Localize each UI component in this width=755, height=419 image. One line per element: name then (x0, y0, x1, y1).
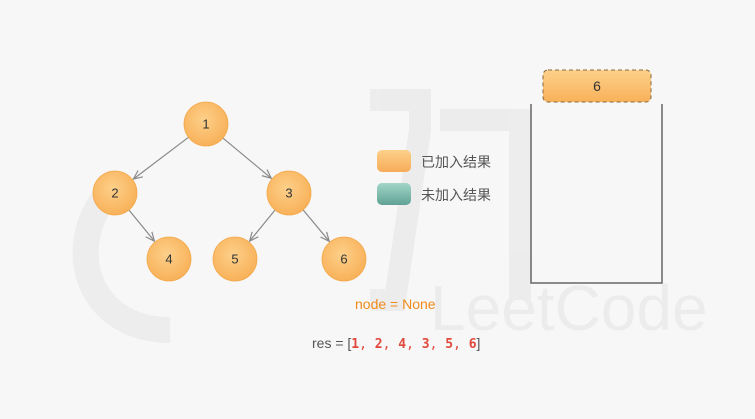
result-line: res = [1, 2, 4, 3, 5, 6] (312, 335, 480, 352)
tree-node-circle (146, 236, 192, 282)
tree-edge-n2-n4 (128, 209, 154, 240)
result-value: 1 (351, 337, 360, 352)
legend-label-added: 已加入结果 (421, 154, 491, 170)
result-separator: , (429, 337, 446, 352)
result-values: 1, 2, 4, 3, 5, 6 (351, 335, 477, 352)
result-separator: , (453, 337, 469, 352)
tree-node-label: 2 (111, 186, 118, 201)
watermark-text: LeetCode (430, 272, 708, 344)
stack: 6 (530, 69, 663, 284)
result-separator: , (382, 337, 399, 352)
legend (377, 150, 411, 205)
node-status: node = None (355, 296, 436, 312)
stack-item: 6 (542, 69, 652, 103)
tree-node-circle (92, 170, 138, 216)
tree-node-circle (183, 101, 229, 147)
result-prefix: res = [ (312, 335, 352, 351)
tree-edge-n1-n2 (134, 136, 189, 178)
legend-label-not-added: 未加入结果 (421, 187, 491, 203)
stack-container (530, 104, 663, 284)
tree-node-circle (212, 236, 258, 282)
result-value: 2 (374, 337, 383, 352)
result-value: 4 (398, 337, 407, 352)
result-separator: , (406, 337, 422, 352)
tree-node-circle (321, 236, 367, 282)
watermark-logo: LeetCode (72, 89, 708, 344)
tree-node-1: 1 (183, 101, 229, 147)
tree-nodes: 1 2 3 4 5 6 (92, 101, 367, 282)
stack-item-box (542, 69, 652, 103)
result-value: 3 (421, 337, 430, 352)
result-value: 5 (445, 337, 454, 352)
tree-node-2: 2 (92, 170, 138, 216)
legend-swatch-not-added (377, 183, 411, 205)
result-separator: , (359, 337, 375, 352)
tree-node-3: 3 (266, 170, 312, 216)
tree-node-circle (266, 170, 312, 216)
tree-node-5: 5 (212, 236, 258, 282)
tree-node-label: 3 (285, 186, 292, 201)
tree-edges (128, 136, 329, 241)
result-value: 6 (468, 337, 477, 352)
legend-swatch-added (377, 150, 411, 172)
stack-item-label: 6 (593, 78, 601, 94)
tree-edge-n3-n6 (302, 209, 329, 241)
tree-node-label: 6 (340, 252, 347, 267)
tree-node-label: 5 (231, 252, 238, 267)
result-suffix: ] (476, 335, 481, 351)
tree-node-4: 4 (146, 236, 192, 282)
tree-node-label: 1 (202, 117, 209, 132)
tree-edge-n3-n5 (250, 209, 276, 240)
tree-node-6: 6 (321, 236, 367, 282)
tree-node-label: 4 (165, 252, 172, 267)
tree-edge-n1-n3 (222, 137, 271, 178)
